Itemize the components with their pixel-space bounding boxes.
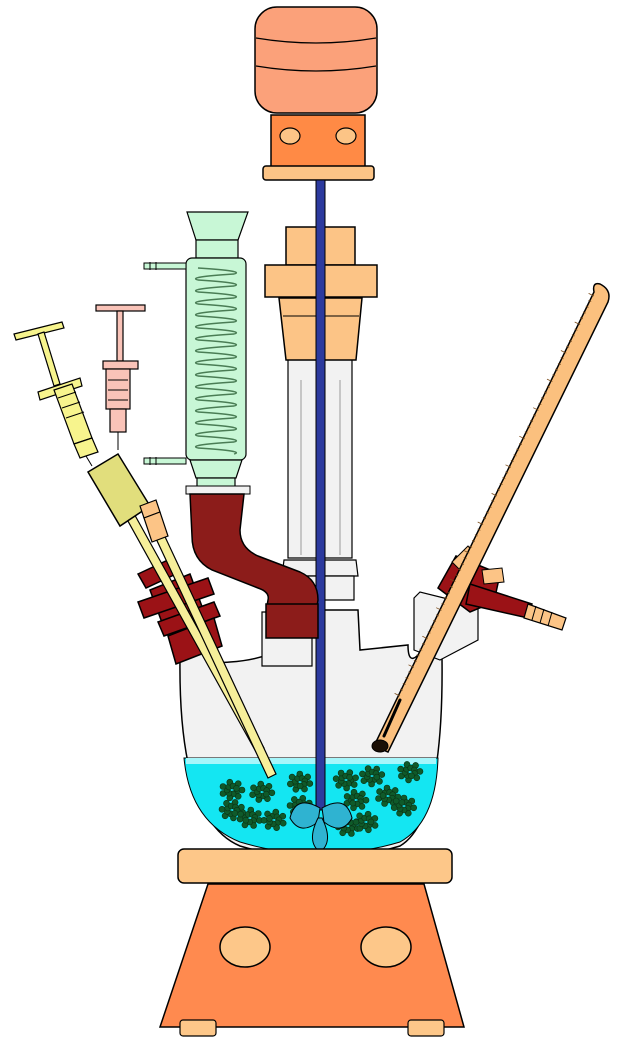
- syringe-icon: [14, 322, 98, 466]
- needle-holder: [88, 454, 168, 542]
- catalyst-particle: [232, 810, 238, 816]
- catalyst-particle: [280, 820, 286, 826]
- catalyst-particle: [359, 771, 365, 777]
- catalyst-particle: [238, 811, 244, 817]
- syringe-icon: [96, 305, 145, 450]
- catalyst-particle: [399, 799, 405, 805]
- catalyst-particle: [344, 793, 350, 799]
- catalyst-particle: [219, 806, 225, 812]
- catalyst-particle: [251, 785, 257, 791]
- catalyst-particle: [398, 766, 404, 772]
- catalyst-particle: [287, 803, 293, 809]
- catalyst-particle: [393, 798, 399, 804]
- catalyst-particle: [350, 800, 356, 806]
- catalyst-particle: [353, 819, 359, 825]
- catalyst-particle: [220, 784, 226, 790]
- hotplate-icon: [160, 849, 464, 1036]
- catalyst-particle: [239, 787, 245, 793]
- catalyst-particle: [409, 773, 415, 779]
- catalyst-particle: [234, 785, 240, 791]
- catalyst-particle: [263, 791, 269, 797]
- catalyst-particle: [347, 774, 353, 780]
- catalyst-particle: [333, 776, 339, 782]
- thermometer-icon: [372, 284, 609, 752]
- overhead-stirrer-motor-icon: [255, 7, 377, 180]
- catalyst-particle: [261, 817, 267, 823]
- catalyst-particle: [297, 783, 303, 789]
- reflux-condenser-icon: [144, 212, 248, 492]
- catalyst-particle: [374, 774, 380, 780]
- catalyst-particle: [307, 781, 313, 787]
- catalyst-particle: [289, 774, 295, 780]
- catalyst-particle: [243, 817, 249, 823]
- catalyst-particle: [351, 782, 357, 788]
- catalyst-particle: [380, 793, 386, 799]
- catalyst-particle: [368, 819, 374, 825]
- catalyst-particle: [269, 790, 275, 796]
- catalyst-particle: [411, 805, 417, 811]
- catalyst-particle: [363, 797, 369, 803]
- catalyst-particle: [266, 815, 272, 821]
